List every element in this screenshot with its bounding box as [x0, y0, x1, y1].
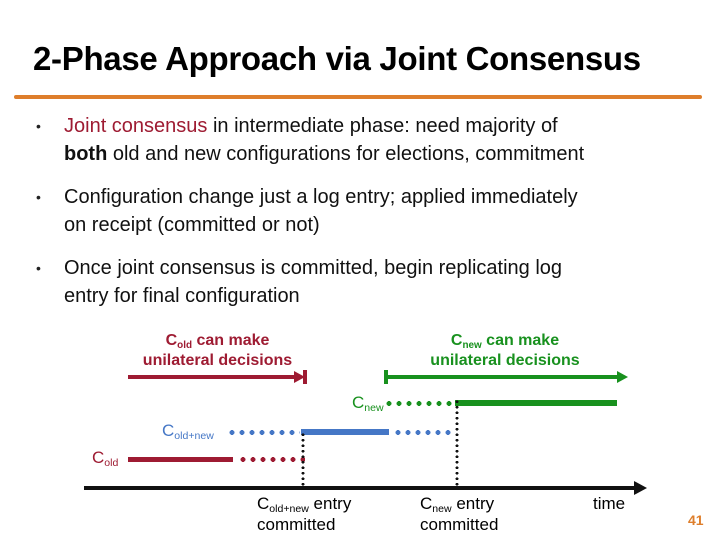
c-symbol: C [162, 421, 175, 440]
bullet-text: Configuration change just a log entry; a… [64, 183, 578, 239]
label-text: can make [481, 332, 560, 349]
c-old-dotted-segment [238, 456, 305, 463]
bold-term: both [64, 143, 108, 165]
label-text: unilateral decisions [142, 352, 293, 369]
c-subscript: new [432, 502, 452, 515]
label-text: committed [420, 515, 499, 534]
bullet-glyph: • [36, 118, 41, 134]
c-symbol: C [165, 332, 178, 349]
label-text: unilateral decisions [430, 352, 580, 369]
c-subscript: old+new [174, 429, 214, 442]
label-text: entry [308, 494, 352, 513]
bullet-text: Joint consensus in intermediate phase: n… [64, 112, 584, 168]
bullet-text-part: Configuration change just a log entry; a… [64, 186, 578, 208]
new-committed-label: Cnew entry committed [420, 493, 498, 535]
old-new-committed-label: Cold+new entry committed [257, 493, 351, 535]
c-old-decision-arrow-line [128, 375, 296, 379]
c-subscript: old+new [269, 502, 309, 515]
c-old-new-dotted-segment-right [393, 429, 455, 436]
commit-marker-new [455, 399, 459, 486]
c-symbol: C [450, 332, 463, 349]
right-arrowhead-icon [617, 371, 628, 383]
c-new-decision-arrow-line [386, 375, 618, 379]
c-new-solid-segment [455, 400, 617, 406]
c-subscript: old [177, 339, 193, 351]
c-old-new-solid-segment [301, 429, 389, 435]
bullet-text-part: in intermediate phase: need majority of [207, 115, 558, 137]
title-accent-rule [14, 95, 702, 99]
highlighted-term: Joint consensus [64, 115, 208, 137]
c-symbol: C [92, 448, 105, 467]
c-new-dotted-segment [384, 400, 452, 407]
time-axis-line [84, 486, 636, 490]
bullet-text-part: Once joint consensus is committed, begin… [64, 257, 563, 279]
c-old-new-dotted-segment-left [227, 429, 300, 436]
bullet-text: Once joint consensus is committed, begin… [64, 254, 562, 310]
c-old-row-label: Cold [92, 448, 119, 469]
c-old-solid-segment [128, 457, 233, 462]
c-subscript: new [462, 339, 482, 351]
bullet-text-part: entry for final configuration [64, 285, 300, 307]
c-subscript: new [364, 401, 384, 414]
right-arrowhead-icon [294, 371, 305, 383]
arrow-end-bar [303, 370, 307, 384]
time-axis-label: time [593, 494, 626, 513]
bullet-item-once-committed: • Once joint consensus is committed, beg… [36, 254, 696, 310]
c-new-row-label: Cnew [352, 393, 384, 414]
bullet-text-part: on receipt (committed or not) [64, 214, 320, 236]
c-symbol: C [257, 494, 270, 513]
time-axis-arrowhead-icon [634, 481, 647, 495]
c-subscript: old [104, 456, 119, 469]
page-title: 2-Phase Approach via Joint Consensus [33, 40, 641, 77]
bullet-list: • Joint consensus in intermediate phase:… [36, 112, 696, 325]
bullet-item-config-change: • Configuration change just a log entry;… [36, 183, 696, 239]
c-old-decision-label: Cold can make unilateral decisions [110, 331, 325, 371]
bullet-text-part: old and new configurations for elections… [107, 143, 585, 165]
bullet-item-joint-consensus: • Joint consensus in intermediate phase:… [36, 112, 696, 168]
c-new-decision-label: Cnew can make unilateral decisions [395, 331, 615, 371]
commit-marker-old-new [301, 432, 305, 486]
label-text: entry [451, 494, 495, 513]
c-old-new-row-label: Cold+new [162, 421, 214, 442]
c-symbol: C [352, 393, 365, 412]
c-symbol: C [420, 494, 433, 513]
label-text: can make [192, 332, 270, 349]
bullet-glyph: • [36, 260, 41, 276]
bullet-glyph: • [36, 189, 41, 205]
label-text: committed [257, 515, 336, 534]
page-number: 41 [688, 512, 704, 528]
